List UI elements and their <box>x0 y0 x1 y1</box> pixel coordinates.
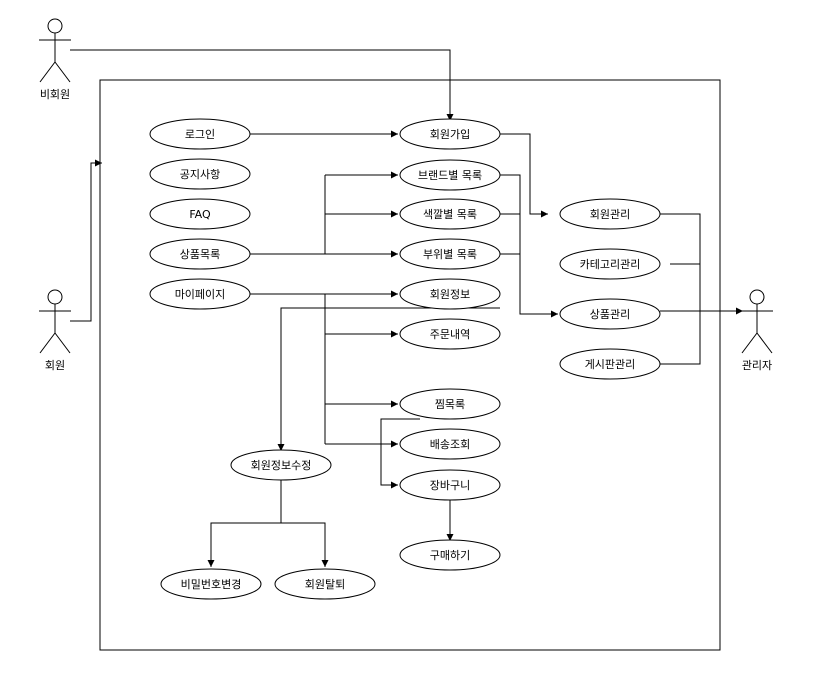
svg-text:상품목록: 상품목록 <box>180 248 220 261</box>
usecase-withdraw: 회원탈퇴 <box>274 568 376 600</box>
actor-member: 회원 <box>39 289 71 372</box>
actor-member-label: 회원 <box>45 359 65 372</box>
usecase-wishlist: 찜목록 <box>399 388 501 420</box>
svg-text:회원탈퇴: 회원탈퇴 <box>305 578 345 591</box>
usecase-order-history: 주문내역 <box>399 318 501 350</box>
svg-text:로그인: 로그인 <box>185 128 215 141</box>
usecase-member-edit: 회원정보수정 <box>230 449 332 481</box>
connectors <box>70 49 743 567</box>
usecase-mypage: 마이페이지 <box>149 278 251 310</box>
svg-text:회원관리: 회원관리 <box>590 208 630 221</box>
svg-text:회원정보: 회원정보 <box>430 288 470 301</box>
usecase-board-manage: 게시판관리 <box>559 348 661 380</box>
usecase-cart: 장바구니 <box>399 469 501 501</box>
usecase-brand-list: 브랜드별 목록 <box>399 159 501 191</box>
usecase-purchase: 구매하기 <box>399 539 501 571</box>
usecase-signup: 회원가입 <box>399 118 501 150</box>
svg-text:FAQ: FAQ <box>189 208 211 221</box>
usecase-member-manage: 회원관리 <box>559 198 661 230</box>
usecase-color-list: 색깔별 목록 <box>399 198 501 230</box>
actor-admin-label: 관리자 <box>742 359 772 372</box>
actor-guest: 비회원 <box>39 18 71 101</box>
svg-text:주문내역: 주문내역 <box>430 328 470 341</box>
usecase-login: 로그인 <box>149 118 251 150</box>
svg-text:부위별 목록: 부위별 목록 <box>423 248 477 261</box>
svg-text:배송조회: 배송조회 <box>430 438 470 451</box>
svg-text:색깔별 목록: 색깔별 목록 <box>423 207 477 221</box>
svg-text:공지사항: 공지사항 <box>180 168 220 181</box>
svg-text:마이페이지: 마이페이지 <box>175 288 226 301</box>
actor-guest-label: 비회원 <box>40 88 70 101</box>
usecase-notice: 공지사항 <box>149 158 251 190</box>
svg-text:브랜드별 목록: 브랜드별 목록 <box>418 169 482 182</box>
usecase-change-password: 비밀번호변경 <box>160 568 262 600</box>
svg-text:비밀번호변경: 비밀번호변경 <box>181 578 242 591</box>
usecase-product-list: 상품목록 <box>149 238 251 270</box>
system-boundary <box>99 79 721 651</box>
usecase-faq: FAQ <box>149 198 251 230</box>
svg-text:장바구니: 장바구니 <box>430 479 470 492</box>
usecase-delivery: 배송조회 <box>399 428 501 460</box>
svg-text:구매하기: 구매하기 <box>430 548 470 562</box>
usecase-part-list: 부위별 목록 <box>399 238 501 270</box>
svg-text:카테고리관리: 카테고리관리 <box>580 258 641 271</box>
usecase-product-manage: 상품관리 <box>559 298 661 330</box>
svg-text:회원가입: 회원가입 <box>430 128 470 141</box>
svg-text:찜목록: 찜목록 <box>435 398 465 411</box>
svg-text:회원정보수정: 회원정보수정 <box>251 459 312 472</box>
svg-text:게시판관리: 게시판관리 <box>585 358 636 371</box>
usecase-category-manage: 카테고리관리 <box>559 248 661 280</box>
usecase-member-info: 회원정보 <box>399 278 501 310</box>
svg-text:상품관리: 상품관리 <box>590 308 630 321</box>
actor-admin: 관리자 <box>741 289 773 372</box>
